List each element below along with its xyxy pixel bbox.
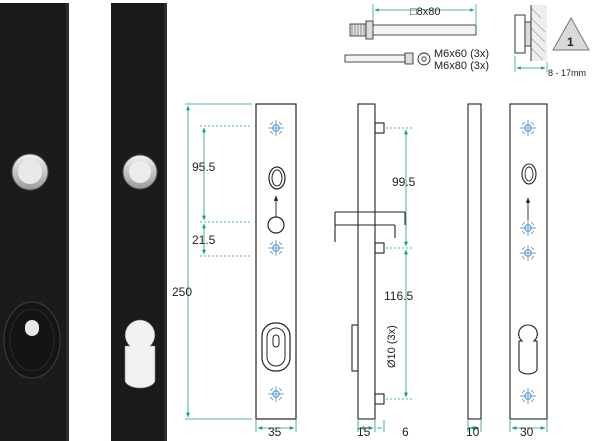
dim-upper-spacing: 99.5 [392,175,416,189]
edge-plate-outline [467,103,482,420]
dim-lower-spacing: 116.5 [384,289,413,303]
dim-front-width: 35 [268,425,282,439]
edge-view [467,103,482,420]
warning-triangle-icon: 1 [552,16,590,51]
washer-icon [417,52,431,66]
bolt-label-1: M6x60 (3x) [434,48,489,60]
dim-overall-height: 250 [172,285,192,299]
back-keyhole [518,324,538,375]
cylinder-slot [25,320,39,336]
dim-hole-diameter: Ø10 (3x) [386,325,398,368]
dim-back-width: 30 [520,425,534,439]
bolt-detail [344,52,414,65]
back-view [509,103,548,420]
cylinder-escutcheon [3,301,61,379]
front-plate-outline [255,103,297,420]
dim-handle-to-spindle: 95.5 [192,160,216,174]
photo-plate-profile-cylinder [0,3,69,441]
side-view [334,103,406,420]
side-view-dimensions [357,127,412,432]
side-plate-outline [357,103,376,420]
front-view [255,103,297,420]
dim-side-offset: 6 [402,425,409,439]
screw-icon [349,20,477,40]
keyhole-cutout [124,319,156,389]
photo-plate-keyhole [111,3,167,441]
dim-side-depth: 15 [357,425,371,439]
screw-square-label: □8x80 [410,6,441,18]
dim-edge-thickness: 10 [466,425,480,439]
back-plate-outline [509,103,548,420]
front-view-dimensions [185,103,297,432]
dim-spindle-to-hole: 21.5 [192,233,216,247]
bolt-label-2: M6x80 (3x) [434,60,489,72]
warning-number: 1 [567,35,574,49]
door-thickness-detail [514,5,547,61]
door-thickness-range: 8 - 17mm [548,68,586,78]
